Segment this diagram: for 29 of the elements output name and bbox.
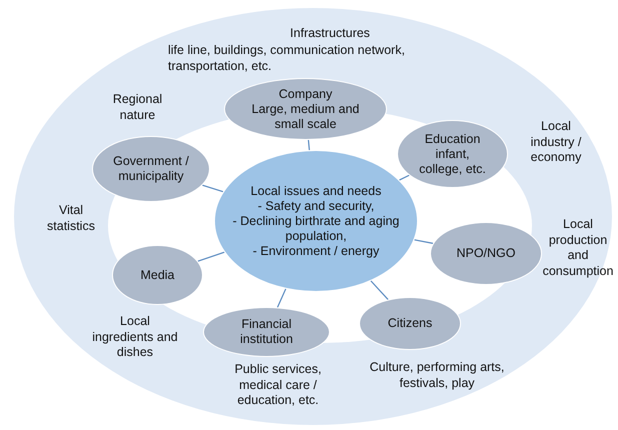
node-heading: Education: [424, 132, 482, 146]
node-heading: Media: [139, 268, 176, 282]
node-heading: Local issues and needs: [250, 184, 382, 198]
node-text: infant, college, etc.: [418, 146, 487, 176]
node-heading: Company: [278, 86, 334, 102]
ring-heading: Infrastructures: [289, 26, 371, 42]
ring-label: Public services, medical care / education, etc.: [234, 362, 322, 409]
ring-label: Regional nature: [112, 92, 164, 124]
connector-line: [202, 184, 224, 192]
ring-label: Local ingredients and dishes: [92, 314, 178, 361]
ring-label: Local production and consumption: [542, 217, 614, 280]
node-text: Large, medium and small scale: [250, 102, 360, 132]
node-heading: Government / municipality: [112, 154, 190, 184]
node-heading: NPO/NGO: [455, 246, 517, 261]
connector-line: [399, 174, 410, 181]
node-heading: Financial institution: [239, 317, 294, 347]
ring-label: Local industry / economy: [530, 119, 582, 166]
connector-line: [276, 288, 286, 308]
ring-label: Culture, performing arts, festivals, play: [368, 360, 506, 392]
connector-line: [198, 252, 225, 262]
connector-line: [308, 140, 310, 150]
connector-line: [414, 239, 434, 244]
node-text: - Safety and security,: [256, 198, 376, 214]
ring-label: life line, buildings, communication network, transportation, etc.: [168, 43, 406, 74]
node-text: - Environment / energy: [252, 244, 380, 258]
connector-line: [370, 280, 388, 300]
ring-label: Vital statistics: [46, 203, 96, 234]
node-heading: Citizens: [386, 316, 434, 331]
node-text: - Declining birthrate and aging population,: [232, 214, 400, 244]
